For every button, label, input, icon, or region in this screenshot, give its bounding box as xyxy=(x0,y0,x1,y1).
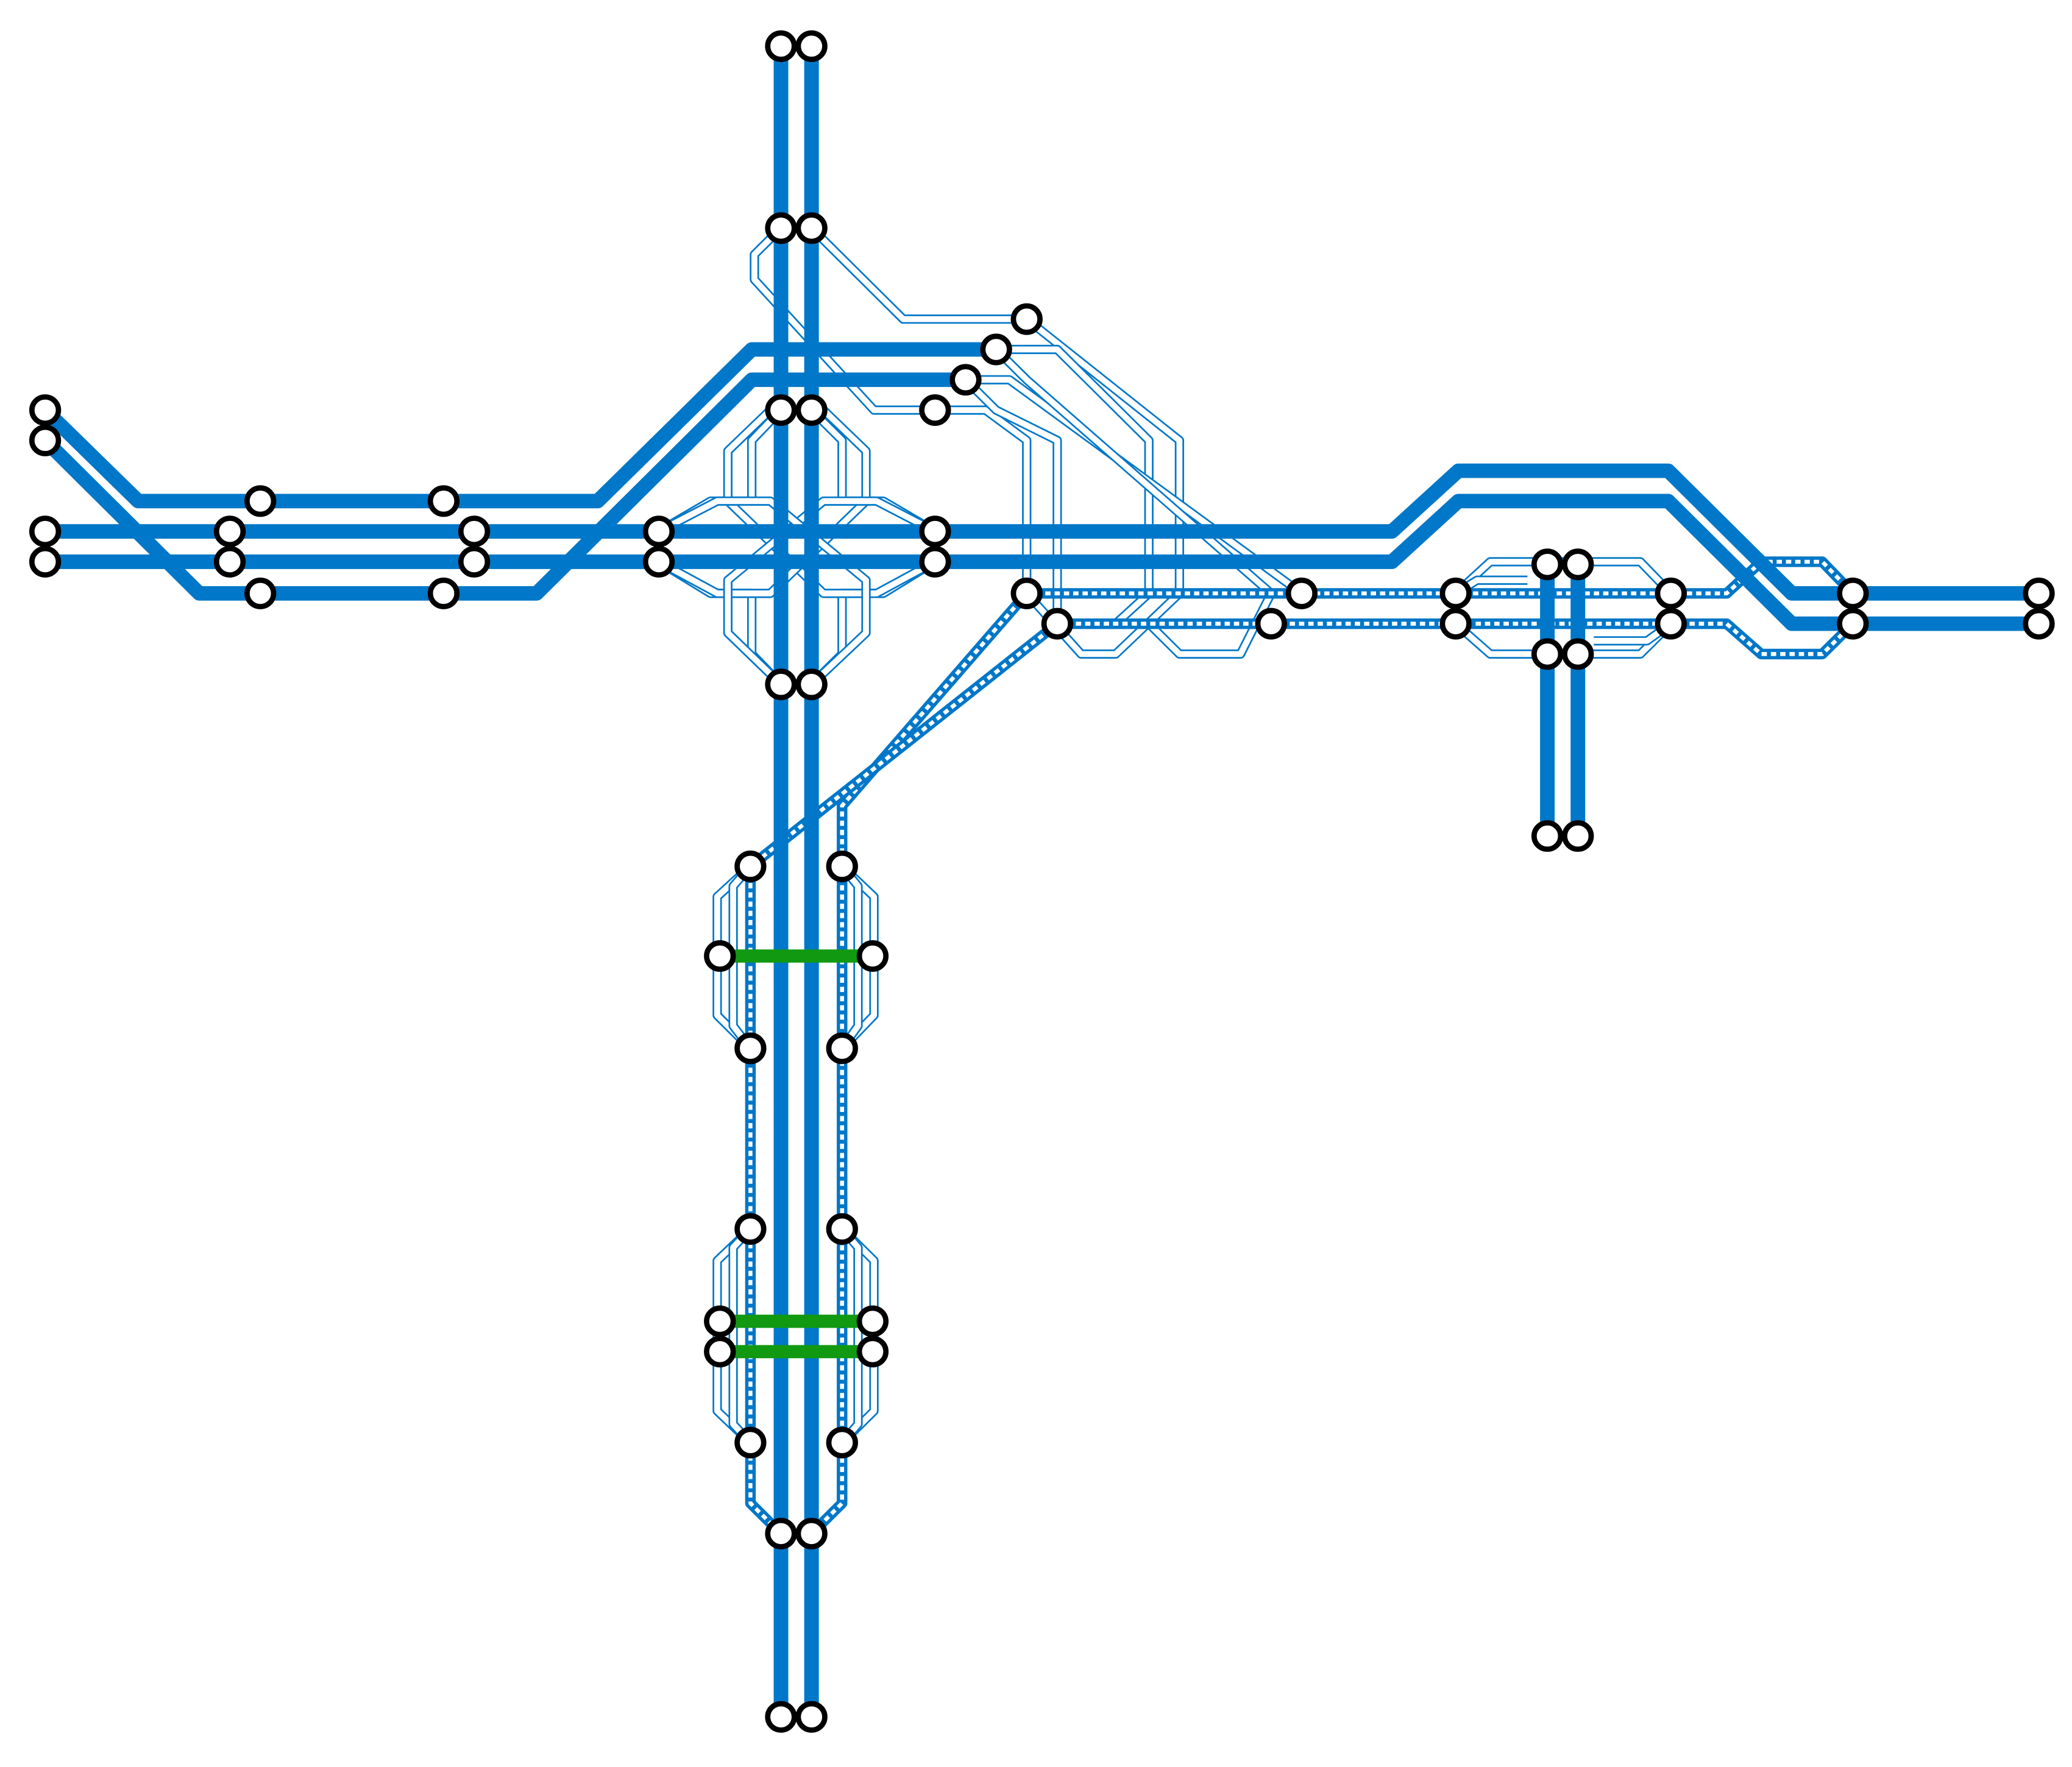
junction-node-33 xyxy=(1010,577,1043,609)
junction-node-58 xyxy=(826,1213,858,1245)
junction-node-13 xyxy=(29,394,62,427)
junction-node-16 xyxy=(29,545,62,578)
connector-ramp-5 xyxy=(935,405,1032,593)
junction-node-60 xyxy=(856,1305,889,1337)
junction-node-2 xyxy=(795,30,828,62)
collector-road-1 xyxy=(807,590,1031,1538)
junction-node-28 xyxy=(919,545,951,578)
junction-node-35 xyxy=(1285,577,1318,609)
junction-node-52 xyxy=(826,850,858,882)
junction-node-22 xyxy=(458,515,491,548)
junction-node-21 xyxy=(427,485,460,517)
junction-node-48 xyxy=(1837,607,1869,640)
junction-node-56 xyxy=(826,1032,858,1064)
junction-node-61 xyxy=(704,1336,736,1368)
junction-node-12 xyxy=(795,1701,828,1733)
junction-node-27 xyxy=(919,515,951,548)
junction-node-30 xyxy=(980,333,1012,366)
junction-node-63 xyxy=(734,1426,767,1459)
junction-node-11 xyxy=(765,1701,797,1733)
junction-node-9 xyxy=(765,1517,797,1549)
junction-node-57 xyxy=(734,1213,767,1245)
main-road-5 xyxy=(45,463,2039,601)
junction-node-8 xyxy=(795,668,828,701)
junction-node-7 xyxy=(765,668,797,701)
junction-node-3 xyxy=(765,212,797,244)
junction-node-18 xyxy=(213,515,246,548)
junction-node-38 xyxy=(1439,607,1472,640)
junction-node-15 xyxy=(29,515,62,548)
connector-ramp-10 xyxy=(808,406,938,536)
connector-ramp-1 xyxy=(750,225,935,415)
junction-node-25 xyxy=(642,515,675,548)
junction-node-26 xyxy=(642,545,675,578)
junction-node-44 xyxy=(1562,820,1594,852)
junction-nodes-layer xyxy=(29,30,2055,1733)
junction-node-43 xyxy=(1531,820,1564,852)
junction-node-54 xyxy=(856,940,889,972)
connector-ramp-6 xyxy=(962,376,1062,624)
junction-node-31 xyxy=(949,364,982,396)
main-roads-layer xyxy=(40,46,2039,1717)
junction-node-29 xyxy=(1010,303,1043,335)
junction-node-42 xyxy=(1562,638,1594,670)
junction-node-5 xyxy=(765,394,797,427)
main-road-6 xyxy=(45,494,2039,631)
main-road-4 xyxy=(40,372,966,601)
junction-node-49 xyxy=(2023,577,2055,609)
junction-node-50 xyxy=(2023,607,2055,640)
junction-node-55 xyxy=(734,1032,767,1064)
junction-node-51 xyxy=(734,850,767,882)
junction-node-46 xyxy=(1655,607,1687,640)
main-road-3 xyxy=(40,342,996,509)
junction-node-20 xyxy=(244,577,277,609)
collector-road-2 xyxy=(745,619,1061,1538)
junction-node-36 xyxy=(1255,607,1287,640)
junction-node-40 xyxy=(1562,548,1594,581)
junction-node-37 xyxy=(1439,577,1472,609)
collector-roads-layer xyxy=(745,556,1857,1538)
junction-node-59 xyxy=(704,1305,736,1337)
junction-node-45 xyxy=(1655,577,1687,609)
junction-node-4 xyxy=(795,212,828,244)
green-links-layer xyxy=(720,949,873,1359)
junction-node-24 xyxy=(427,577,460,609)
junction-node-6 xyxy=(795,394,828,427)
junction-node-64 xyxy=(826,1426,858,1459)
junction-node-41 xyxy=(1531,638,1564,670)
collector-road-4 xyxy=(1057,618,1857,660)
junction-node-23 xyxy=(458,545,491,578)
junction-node-10 xyxy=(795,1517,828,1549)
junction-node-14 xyxy=(29,424,62,456)
junction-node-47 xyxy=(1837,577,1869,609)
junction-node-53 xyxy=(704,940,736,972)
junction-node-32 xyxy=(919,394,951,427)
junction-node-62 xyxy=(856,1336,889,1368)
junction-node-1 xyxy=(765,30,797,62)
junction-node-17 xyxy=(244,485,277,517)
junction-node-19 xyxy=(213,545,246,578)
junction-node-34 xyxy=(1041,607,1074,640)
junction-node-39 xyxy=(1531,548,1564,581)
